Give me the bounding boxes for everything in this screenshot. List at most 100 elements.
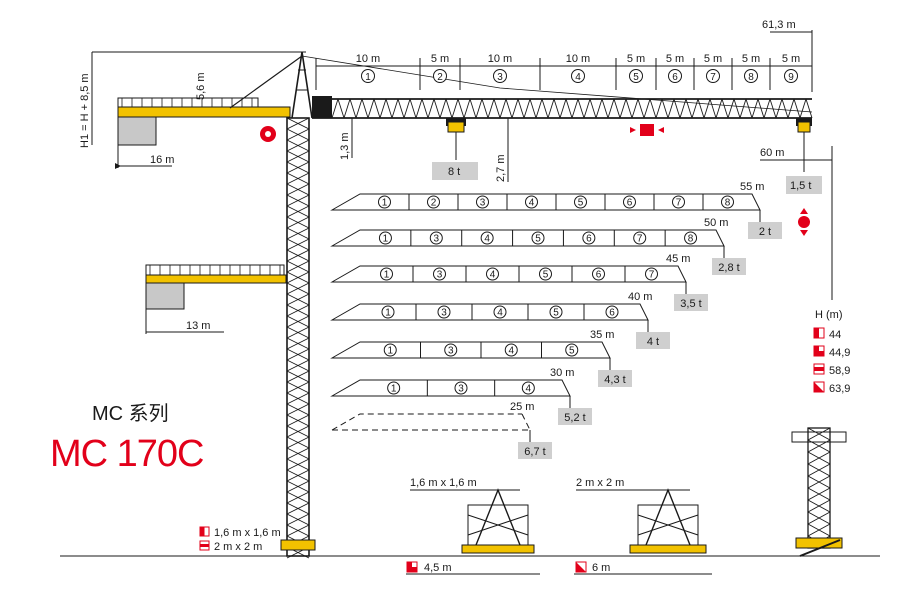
config-reach-label: 45 m [666,253,690,265]
segment-length: 10 m [356,53,380,65]
config-segment-circle [480,231,494,245]
config-segment-circle [493,305,507,319]
segment-number: 2 [437,72,443,83]
config-segment-circle [565,343,579,357]
counter-jib-upper [115,97,291,169]
tower-mast [280,117,316,559]
counterweight-lower [145,282,185,310]
segment-number: 5 [633,72,639,83]
config-segment-number: 1 [383,234,389,245]
config-load-box [748,222,782,239]
top-dimension-bar [315,30,813,92]
config-segment-circle [605,305,619,319]
height-legend: 44 44,9 58,9 63,9 [813,327,850,395]
trolley-hook-tip [796,118,812,172]
config-load-box [558,408,592,425]
mast-legend-large: 2 m x 2 m [214,541,262,553]
jib [312,96,813,119]
segment-number: 1 [365,72,371,83]
config-segment-number: 3 [448,346,454,357]
segment-length: 5 m [782,53,800,65]
config-reach-label: 40 m [628,291,652,303]
config-reach-label: 30 m [550,367,574,379]
config-segment-circle [592,267,605,281]
config-segment-number: 8 [725,198,731,209]
segment-length: 5 m [627,53,645,65]
segment-number: 7 [710,72,716,83]
config-load-label: 6,7 t [524,446,545,458]
config-segment-number: 1 [391,384,397,395]
config-segment-number: 3 [441,308,447,319]
base-large-size: 2 m x 2 m [576,477,624,489]
config-segment-number: 5 [543,270,549,281]
config-reach-label: 50 m [704,217,728,229]
segment-number-circle [668,69,682,83]
tip-load-label: 1,5 t [790,180,811,192]
config-segment-number: 7 [649,270,655,281]
config-segment-circle [549,305,563,319]
segment-number-circle [629,69,643,83]
segment-length: 5 m [704,53,722,65]
reach-60-label: 60 m [760,147,784,159]
config-reach-label: 55 m [740,181,764,193]
config-segment-number: 1 [384,270,390,281]
segment-number-circle [571,69,585,83]
config-segment-circle [378,195,391,209]
h1-label: H1 = H + 8,5 m [79,73,91,148]
mast-side-view [791,427,847,557]
config-segment-number: 4 [490,270,496,281]
config-segment-circle [539,267,552,281]
svg-text:58,9: 58,9 [829,365,850,377]
height-legend-title: H (m) [815,309,843,321]
config-segment-number: 4 [529,198,535,209]
config-segment-circle [429,231,443,245]
svg-text:44,9: 44,9 [829,347,850,359]
config-segment-number: 1 [382,198,388,209]
config-segment-circle [582,231,596,245]
config-load-label: 4 t [647,336,659,348]
jib-config-row: 25 m 6,7 t [331,401,552,459]
total-length-label: 61,3 m [762,19,796,31]
counter-jib-lower [145,264,287,334]
config-load-label: 3,5 t [680,298,701,310]
config-segment-circle [444,343,458,357]
config-segment-circle [531,231,545,245]
height-legend-item: 44 [813,327,841,341]
config-segment-circle [574,195,587,209]
segment-number-circle [744,69,758,83]
segment-length: 5 m [431,53,449,65]
segment-number: 3 [497,72,503,83]
config-segment-number: 2 [431,198,437,209]
config-segment-number: 6 [586,234,592,245]
config-segment-circle [476,195,489,209]
segment-length: 5 m [742,53,760,65]
config-segment-circle [486,267,499,281]
config-load-label: 2 t [759,226,771,238]
hoist-icon [798,208,810,236]
config-segment-circle [383,343,397,357]
segment-number-circle [706,69,720,83]
config-segment-circle [504,343,518,357]
config-load-box [674,294,708,311]
config-segment-number: 6 [596,270,602,281]
config-segment-circle [454,381,468,395]
config-segment-number: 5 [553,308,559,319]
config-segment-circle [381,305,395,319]
segment-length: 10 m [566,53,590,65]
config-segment-number: 6 [609,308,615,319]
config-segment-circle [387,381,401,395]
max-load-label: 8 t [448,166,460,178]
config-segment-number: 1 [385,308,391,319]
trolley-travel-icon [630,124,664,136]
config-segment-number: 7 [637,234,643,245]
config-segment-number: 5 [569,346,575,357]
config-segment-circle [623,195,636,209]
config-segment-number: 4 [526,384,532,395]
base-large: 2 m x 2 m 6 m [574,477,712,575]
model-title: MC 170C [50,433,204,475]
config-reach-label: 25 m [510,401,534,413]
base-small-span: 4,5 m [424,562,452,574]
